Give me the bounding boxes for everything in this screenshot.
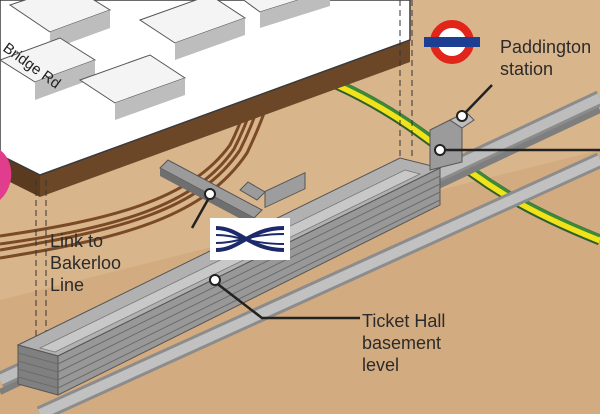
leader-paddington — [464, 84, 493, 114]
london-underground-roundel-icon — [424, 20, 480, 64]
paddington-station-label: Paddington station — [500, 37, 592, 79]
ticket-hall-label: Ticket Hall basement level — [362, 311, 446, 375]
surface-slab — [0, 0, 411, 197]
dot-bakerloo — [204, 188, 216, 200]
crossrail-logo-icon — [210, 218, 290, 260]
bakerloo-link-label: Link to Bakerloo Line — [50, 231, 122, 295]
leader-bakerloo — [190, 195, 212, 229]
dot-ticket-hall — [209, 274, 221, 286]
leader-ticket-hall — [214, 281, 360, 320]
leader-dots — [204, 110, 468, 286]
dot-right-edge — [434, 144, 446, 156]
pink-edge-marker — [0, 150, 12, 200]
dashed-guides — [35, 0, 413, 350]
buildings — [0, 0, 330, 120]
leader-lines — [190, 84, 600, 320]
dot-paddington — [456, 110, 468, 122]
